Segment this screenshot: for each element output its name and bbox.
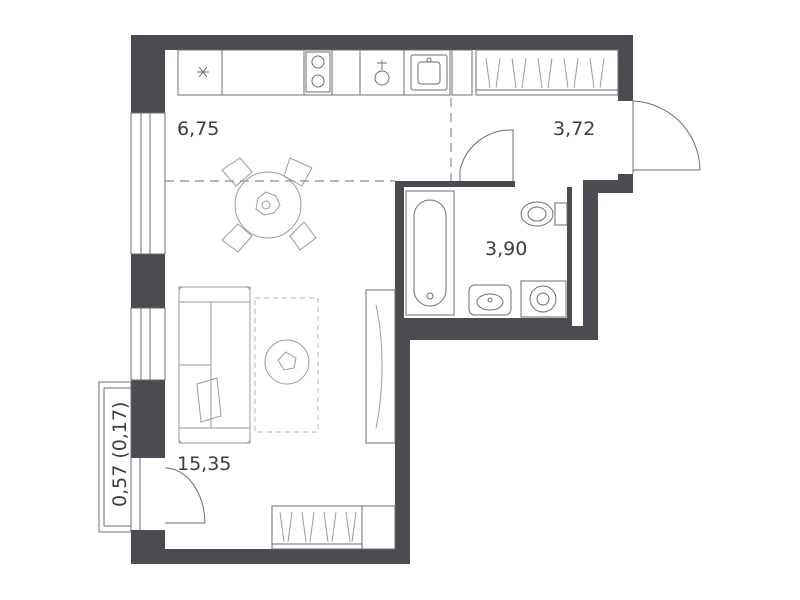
washbasin <box>468 284 512 316</box>
entrance-door <box>632 100 701 174</box>
washing-machine <box>520 280 567 318</box>
wall-right-main <box>395 326 410 564</box>
cooktop-icon <box>305 51 331 93</box>
rug <box>254 297 319 433</box>
sofa <box>178 286 251 444</box>
wall-bath-left <box>395 181 404 326</box>
tv-stand <box>365 289 396 444</box>
living-wardrobe <box>271 505 396 550</box>
wall-bath-bottom <box>395 326 598 340</box>
kitchen-area-label: 6,75 <box>177 118 219 140</box>
toilet <box>520 201 568 227</box>
wall-right-upper <box>618 35 633 101</box>
bathroom-area-label: 3,90 <box>485 238 527 260</box>
wall-bath-right-outer <box>583 180 598 340</box>
chair <box>221 157 317 253</box>
wall-left-low <box>131 380 165 458</box>
wall-bath-floor-line <box>404 318 572 326</box>
wall-bottom <box>131 549 410 564</box>
windows <box>130 112 166 381</box>
window-upper <box>130 112 166 255</box>
wall-bath-top <box>395 181 515 187</box>
walls <box>131 35 633 564</box>
wall-top <box>131 35 633 50</box>
wall-left-bottom <box>131 530 165 564</box>
hall-wardrobe <box>451 49 619 96</box>
wall-left-top <box>131 35 165 113</box>
dining-table <box>234 171 302 239</box>
bathtub <box>405 190 455 316</box>
wall-bath-inner-right <box>567 187 572 326</box>
balcony-area-label: 0,57 (0,17) <box>109 402 131 507</box>
snowflake-icon <box>197 66 209 78</box>
bathroom-door <box>459 129 514 181</box>
wall-left-mid <box>131 254 165 308</box>
faucet-icon <box>374 60 390 86</box>
sink-icon <box>410 54 448 91</box>
kitchen-counter <box>177 49 451 96</box>
living-area-label: 15,35 <box>177 453 231 475</box>
window-lower <box>130 307 166 381</box>
hall-area-label: 3,72 <box>553 118 595 140</box>
wall-bath-right-top <box>583 180 633 193</box>
balcony <box>98 381 206 533</box>
coffee-table <box>264 339 310 385</box>
